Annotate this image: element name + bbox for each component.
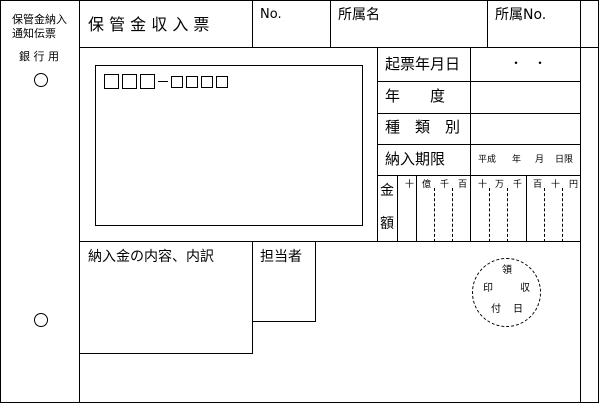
stamp-char-right: 収 xyxy=(520,283,530,294)
amount-group-line-2 xyxy=(470,175,471,242)
body-right-edge xyxy=(580,47,581,242)
affiliation-number-label: 所属No. xyxy=(495,7,547,23)
header-divider-4 xyxy=(580,0,581,47)
form-title-line2: 通知伝票 xyxy=(12,27,56,40)
body-bottom-line xyxy=(79,241,581,242)
amount-digit-line xyxy=(544,188,545,242)
digit-label-hundred-million: 億 xyxy=(422,180,432,190)
postal-digit-box xyxy=(140,74,155,89)
digit-label-hundred: 百 xyxy=(533,180,543,190)
postal-digit-box xyxy=(186,75,198,88)
digit-label-ten-thousand: 万 xyxy=(495,180,505,190)
amount-digit-line xyxy=(489,188,490,242)
header-divider-3 xyxy=(487,0,488,47)
digit-label-ten-hundred-million: 十 xyxy=(405,180,415,190)
stamp-char-bottom-right: 日 xyxy=(513,304,523,315)
deadline-era: 平成 xyxy=(478,155,497,165)
address-box xyxy=(95,65,363,226)
amount-group-line-1 xyxy=(416,175,417,242)
deadline-month: 月 xyxy=(535,155,545,165)
right-grid-row-line-1 xyxy=(377,81,580,82)
fiscal-year-label: 年 度 xyxy=(385,87,446,105)
digit-label-ten-million: 千 xyxy=(440,180,450,190)
postal-digit-box xyxy=(201,75,213,88)
postal-digit-box xyxy=(104,74,119,89)
header-divider-1 xyxy=(252,0,253,47)
amount-digit-line xyxy=(562,188,563,242)
bottom-right-edge xyxy=(580,241,581,403)
form-title: 保 管 金 収 入 票 xyxy=(88,15,210,34)
amount-digit-line xyxy=(507,188,508,242)
issue-date-label: 起票年月日 xyxy=(385,55,461,73)
affiliation-name-label: 所属名 xyxy=(338,7,380,23)
header-bottom-line xyxy=(79,47,599,48)
punch-hole-top xyxy=(34,73,48,87)
right-grid-row-line-2 xyxy=(377,113,580,114)
digit-label-hundred-thousand: 十 xyxy=(478,180,488,190)
stamp-char-top: 領 xyxy=(502,265,512,276)
digit-label-yen: 円 xyxy=(569,180,579,190)
amount-digit-line xyxy=(452,188,453,242)
type-label: 種 類 別 xyxy=(385,118,461,136)
bank-use-label: 銀 行 用 xyxy=(19,50,59,63)
contents-label: 納入金の内容、内訳 xyxy=(88,249,214,265)
issue-date-separators: ・ ・ xyxy=(510,56,547,70)
digit-label-ten: 十 xyxy=(551,180,561,190)
amount-label-top: 金 xyxy=(380,183,394,199)
digit-label-million: 百 xyxy=(458,180,468,190)
postal-digit-box xyxy=(216,75,228,88)
postal-digit-box xyxy=(122,74,137,89)
digit-label-thousand: 千 xyxy=(513,180,523,190)
deadline-year: 年 xyxy=(512,155,522,165)
left-strip-divider xyxy=(79,0,80,403)
person-in-charge-box xyxy=(252,241,316,322)
person-in-charge-label: 担当者 xyxy=(260,249,302,265)
right-grid-value-edge xyxy=(470,47,471,175)
amount-group-line-3 xyxy=(526,175,527,242)
punch-hole-bottom xyxy=(34,313,48,327)
stamp-char-left: 印 xyxy=(483,283,493,294)
amount-digit-line xyxy=(434,188,435,242)
right-grid-row-line-4 xyxy=(377,175,580,176)
postal-code-boxes xyxy=(104,74,228,89)
deadline-day: 日限 xyxy=(555,155,574,165)
postal-digit-box xyxy=(171,75,183,88)
postal-dash xyxy=(158,81,168,82)
payment-deadline-label: 納入期限 xyxy=(385,150,446,168)
contents-box xyxy=(79,241,253,354)
receipt-stamp-circle xyxy=(472,258,541,327)
amount-label-divider xyxy=(397,175,398,242)
number-label: No. xyxy=(260,7,282,22)
stamp-char-bottom-left: 付 xyxy=(491,304,501,315)
right-grid-row-line-3 xyxy=(377,144,580,145)
amount-label-bottom: 額 xyxy=(380,216,394,232)
header-divider-2 xyxy=(330,0,331,47)
form-title-line1: 保管金納入 xyxy=(12,13,67,26)
